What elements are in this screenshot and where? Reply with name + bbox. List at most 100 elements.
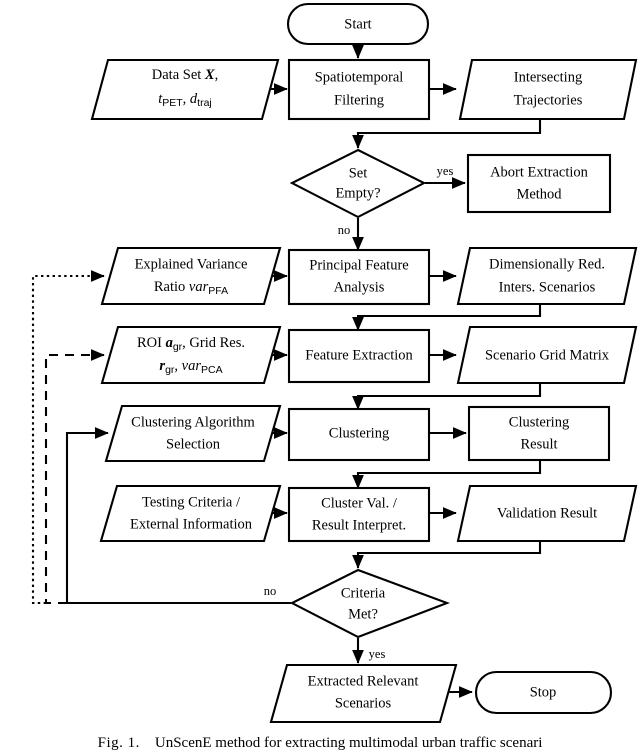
intersecting-trajectories-shape [458, 58, 638, 121]
dimensionally-reduced-shape [456, 246, 638, 306]
data-set-line1: Data Set X, [152, 67, 218, 83]
node-stop[interactable]: Stop [474, 670, 613, 715]
testing-criteria-line1: Testing Criteria / [142, 494, 241, 510]
abort-extraction-line2: Method [516, 186, 562, 202]
explained-variance-symbol: var [189, 279, 209, 295]
data-set-sub-traj: traj [197, 97, 212, 109]
node-start[interactable]: Start [286, 2, 430, 46]
node-spatiotemporal-filtering[interactable]: Spatiotemporal Filtering [287, 58, 431, 121]
roi-grid-line1: ROI agr, Grid Res. [137, 335, 245, 352]
abort-extraction-line1: Abort Extraction [490, 164, 589, 180]
spatiotemporal-filtering-line1: Spatiotemporal [315, 69, 404, 85]
figure-caption-text: UnScenE method for extracting multimodal… [154, 735, 543, 751]
extracted-scenarios-line2: Scenarios [335, 695, 392, 711]
roi-grid-sub-gr2: gr [165, 364, 175, 376]
explained-variance-line2-pre: Ratio [154, 279, 189, 295]
connector-validationresult-to-criteriamet [352, 540, 542, 569]
explained-variance-shape [100, 246, 282, 306]
stop-label: Stop [530, 684, 557, 700]
roi-grid-line2: rgr, varPCA [159, 358, 222, 375]
node-scenario-grid-matrix[interactable]: Scenario Grid Matrix [456, 325, 638, 385]
figure-caption: Fig. 1. UnScenE method for extracting mu… [0, 735, 640, 752]
extracted-scenarios-shape [269, 663, 458, 724]
figure-caption-label: Fig. 1. [97, 735, 140, 751]
node-explained-variance[interactable]: Explained Variance Ratio varPFA [100, 246, 282, 306]
criteria-met-line1: Criteria [341, 585, 386, 601]
feature-extraction-label: Feature Extraction [305, 347, 413, 363]
node-criteria-met-decision[interactable]: Criteria Met? [289, 568, 450, 639]
validation-result-label: Validation Result [497, 505, 597, 521]
connector-feedback-dotted-to-variance [31, 274, 100, 605]
node-principal-feature-analysis[interactable]: Principal Feature Analysis [287, 248, 431, 306]
data-set-line1-post: , [215, 67, 219, 83]
criteria-met-line2: Met? [348, 606, 378, 622]
principal-feature-analysis-line1: Principal Feature [309, 257, 408, 273]
feature-extraction-shape [287, 328, 431, 384]
roi-grid-line1-post: , Grid Res. [182, 335, 245, 351]
data-set-sym-d: d [190, 91, 198, 107]
node-testing-criteria[interactable]: Testing Criteria / External Information [99, 484, 282, 543]
spatiotemporal-filtering-shape [287, 58, 431, 121]
dimensionally-reduced-line2: Inters. Scenarios [499, 279, 596, 295]
scenario-grid-matrix-label: Scenario Grid Matrix [485, 347, 610, 363]
intersecting-trajectories-line1: Intersecting [514, 69, 582, 85]
clustering-result-line1: Clustering [509, 414, 569, 430]
data-set-sym-t: t [158, 91, 163, 107]
roi-grid-sub-gr: gr [173, 341, 183, 353]
explained-variance-line1: Explained Variance [135, 256, 248, 272]
set-empty-line1: Set [349, 165, 368, 181]
connector-feedback-dashed-to-roi [44, 353, 100, 605]
connector-clusterresult-to-clusterval [352, 460, 542, 489]
extracted-scenarios-line1: Extracted Relevant [308, 673, 419, 689]
connector-criteriamet-no-trunk [65, 427, 291, 605]
scenario-grid-matrix-shape [456, 325, 638, 385]
testing-criteria-shape [99, 484, 282, 543]
node-validation-result[interactable]: Validation Result [456, 484, 638, 543]
node-intersecting-trajectories[interactable]: Intersecting Trajectories [458, 58, 638, 121]
data-set-sep: , [183, 91, 190, 107]
clustering-label: Clustering [329, 425, 389, 441]
testing-criteria-line2: External Information [130, 516, 253, 532]
node-clustering[interactable]: Clustering [287, 407, 431, 462]
edge-label-setempty-no: no [338, 223, 351, 237]
connector-gridmatrix-to-clustering [352, 382, 542, 410]
node-cluster-validation[interactable]: Cluster Val. / Result Interpret. [287, 486, 431, 543]
connectors [31, 44, 542, 698]
node-clustering-algorithm-selection[interactable]: Clustering Algorithm Selection [104, 404, 282, 463]
spatiotemporal-filtering-line2: Filtering [334, 92, 384, 108]
clustering-algorithm-selection-line1: Clustering Algorithm [131, 414, 255, 430]
roi-grid-symbol-r: r [159, 358, 165, 374]
node-clustering-result[interactable]: Clustering Result [467, 405, 611, 462]
roi-grid-sub-pca: PCA [201, 364, 223, 376]
clustering-result-line2: Result [520, 436, 557, 452]
cluster-validation-line1: Cluster Val. / [321, 495, 398, 511]
clustering-result-shape [467, 405, 611, 462]
data-set-sub-pet: PET [162, 97, 183, 109]
node-feature-extraction[interactable]: Feature Extraction [287, 328, 431, 384]
validation-result-shape [456, 484, 638, 543]
cluster-validation-shape [287, 486, 431, 543]
explained-variance-subscript: PFA [208, 285, 228, 297]
principal-feature-analysis-line2: Analysis [334, 279, 385, 295]
stop-terminator-shape [474, 670, 613, 715]
intersecting-trajectories-line2: Trajectories [514, 92, 583, 108]
connector-intersecting-to-setempty [352, 120, 542, 149]
dimensionally-reduced-line1: Dimensionally Red. [489, 256, 605, 272]
principal-feature-analysis-shape [287, 248, 431, 306]
node-extracted-scenarios[interactable]: Extracted Relevant Scenarios [269, 663, 458, 724]
node-roi-grid[interactable]: ROI agr, Grid Res. rgr, varPCA [100, 325, 282, 385]
clustering-algorithm-selection-line2: Selection [166, 436, 221, 452]
start-terminator-shape [286, 2, 430, 46]
data-set-line1-symbol: X [204, 67, 215, 83]
roi-grid-shape [100, 325, 282, 385]
start-label: Start [344, 16, 371, 32]
node-data-set[interactable]: Data Set X, tPET, dtraj [90, 58, 280, 121]
roi-grid-symbol-a: a [166, 335, 173, 351]
abort-extraction-shape [466, 153, 612, 214]
roi-grid-line1-pre: ROI [137, 335, 166, 351]
node-set-empty-decision[interactable]: Set Empty? [289, 148, 427, 219]
node-abort-extraction[interactable]: Abort Extraction Method [466, 153, 612, 214]
explained-variance-line2: Ratio varPFA [154, 279, 228, 296]
node-dimensionally-reduced[interactable]: Dimensionally Red. Inters. Scenarios [456, 246, 638, 306]
